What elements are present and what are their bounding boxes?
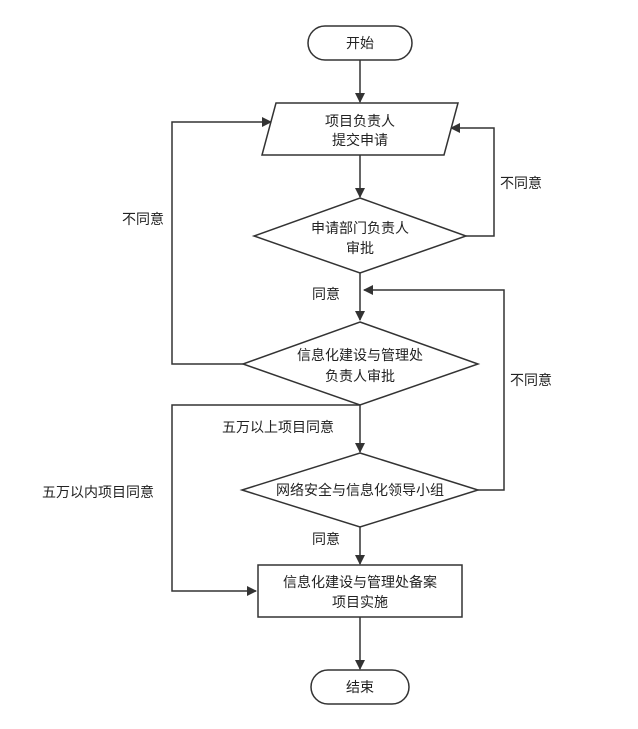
label-dept-reject: 不同意 [500,175,542,192]
start-node: 开始 [307,25,413,61]
submit-node: 项目负责人 提交申请 [261,102,459,156]
dept-approval-line1: 申请部门负责人 [311,221,409,237]
record-label-line1: 信息化建设与管理处备案 [283,574,437,591]
edge-it-reject [171,117,272,365]
label-over-50k: 五万以上项目同意 [222,419,334,436]
start-label: 开始 [346,36,374,52]
label-under-50k: 五万以内项目同意 [42,484,154,501]
end-node: 结束 [310,669,410,705]
record-label-line2: 项目实施 [332,595,388,611]
label-it-reject: 不同意 [122,211,164,228]
submit-label-line2: 提交申请 [332,132,388,149]
it-approval-line2: 负责人审批 [325,369,395,385]
it-approval-node: 信息化建设与管理处 负责人审批 [240,321,481,406]
end-label: 结束 [346,680,374,696]
label-group-agree: 同意 [312,531,340,548]
security-group-label: 网络安全与信息化领导小组 [276,482,444,499]
label-dept-agree: 同意 [312,286,340,303]
edge-group-reject [363,285,505,491]
dept-approval-line2: 审批 [346,241,374,257]
edge-dept-reject [450,123,495,237]
edge-under-50k [171,404,360,596]
it-approval-line1: 信息化建设与管理处 [297,347,423,364]
submit-label-line1: 项目负责人 [325,114,395,130]
dept-approval-node: 申请部门负责人 审批 [251,197,469,274]
security-group-node: 网络安全与信息化领导小组 [239,452,481,528]
label-group-reject: 不同意 [510,372,552,389]
record-node: 信息化建设与管理处备案 项目实施 [257,564,463,618]
